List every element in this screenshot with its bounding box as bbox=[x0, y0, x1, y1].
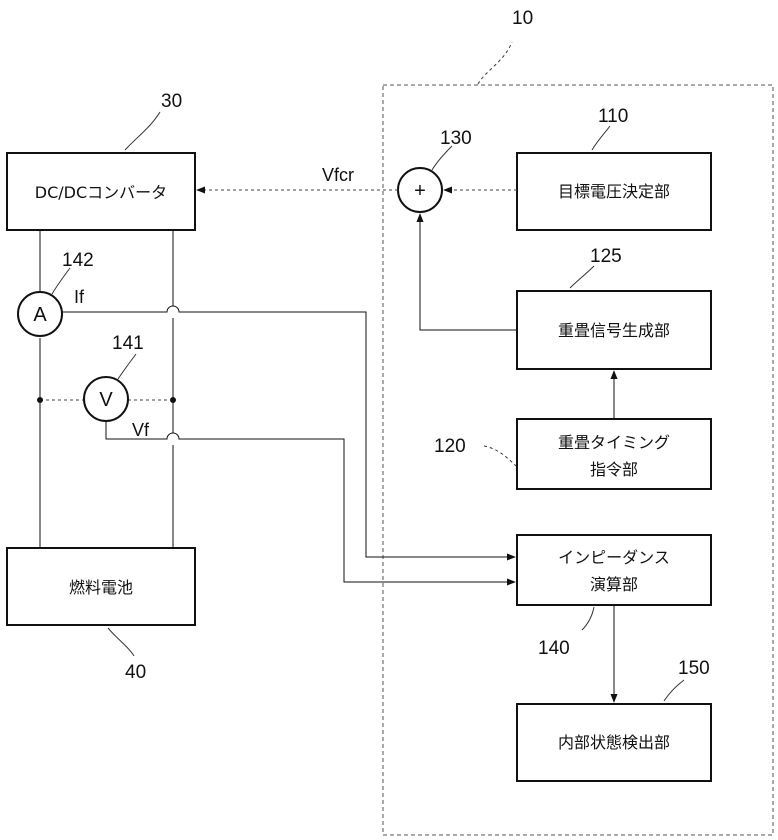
internal-state-label: 内部状態検出部 bbox=[558, 733, 670, 752]
node-dot-left bbox=[37, 397, 43, 403]
superposition-timing-label-line2: 指令部 bbox=[590, 460, 638, 479]
superposition-timing-ref-label: 120 bbox=[434, 436, 466, 457]
adder-ref-label: 130 bbox=[440, 128, 472, 149]
if-signal-line bbox=[62, 305, 516, 561]
controller-ref-leader bbox=[477, 41, 513, 85]
adder-plus: + bbox=[414, 180, 426, 202]
internal-state-ref-label: 150 bbox=[678, 658, 710, 679]
superposition-timing-ref-leader bbox=[483, 445, 517, 467]
target-voltage-ref-label: 110 bbox=[598, 106, 628, 127]
dcdc-converter-label: DC/DCコンバータ bbox=[35, 183, 167, 202]
superposition-timing-label-line1: 重畳タイミング bbox=[558, 433, 670, 452]
impedance-calc-block bbox=[516, 534, 712, 606]
impedance-calc-label-line1: インピーダンス bbox=[558, 548, 670, 567]
superposition-signal-label: 重畳信号生成部 bbox=[558, 321, 670, 340]
internal-state-block bbox=[516, 703, 712, 782]
voltmeter-letter: V bbox=[99, 389, 113, 411]
superposition-signal-ref-label: 125 bbox=[590, 246, 622, 267]
ammeter-symbol bbox=[17, 291, 63, 337]
internal-state-ref-leader bbox=[663, 679, 685, 702]
ammeter-letter: A bbox=[33, 304, 47, 326]
impedance-calc-label-line2: 演算部 bbox=[590, 575, 638, 594]
vf-signal-label: Vf bbox=[132, 420, 150, 440]
superposition-signal-ref-leader bbox=[569, 265, 595, 289]
superposition-signal-block bbox=[516, 290, 712, 370]
target-voltage-ref-leader bbox=[591, 125, 611, 151]
fuel-cell-block bbox=[6, 547, 196, 626]
adder-ref-leader bbox=[431, 145, 453, 171]
ammeter-ref-label: 142 bbox=[62, 250, 94, 271]
ammeter-ref-leader bbox=[51, 267, 71, 295]
signal-to-adder-line bbox=[416, 213, 517, 331]
target-voltage-block bbox=[516, 152, 712, 231]
vfcr-signal-label: Vfcr bbox=[322, 165, 354, 185]
fuel-cell-label: 燃料電池 bbox=[69, 578, 133, 597]
if-signal-label: If bbox=[74, 287, 85, 307]
target-voltage-label: 目標電圧決定部 bbox=[558, 182, 670, 201]
node-dot-right bbox=[170, 397, 176, 403]
controller-boundary bbox=[382, 84, 774, 836]
dcdc-ref-label: 30 bbox=[161, 91, 182, 112]
vf-signal-line bbox=[105, 421, 516, 586]
superposition-timing-block bbox=[516, 418, 712, 490]
impedance-calc-ref-label: 140 bbox=[538, 638, 570, 659]
voltmeter-ref-label: 141 bbox=[112, 333, 144, 354]
fuel-cell-ref-label: 40 bbox=[125, 662, 146, 683]
voltmeter-ref-leader bbox=[117, 353, 137, 380]
impedance-calc-ref-leader bbox=[581, 606, 595, 631]
controller-ref-label: 10 bbox=[512, 8, 533, 29]
dcdc-ref-leader bbox=[124, 111, 161, 151]
fuel-cell-ref-leader bbox=[107, 627, 135, 657]
dcdc-converter-block bbox=[6, 152, 196, 231]
